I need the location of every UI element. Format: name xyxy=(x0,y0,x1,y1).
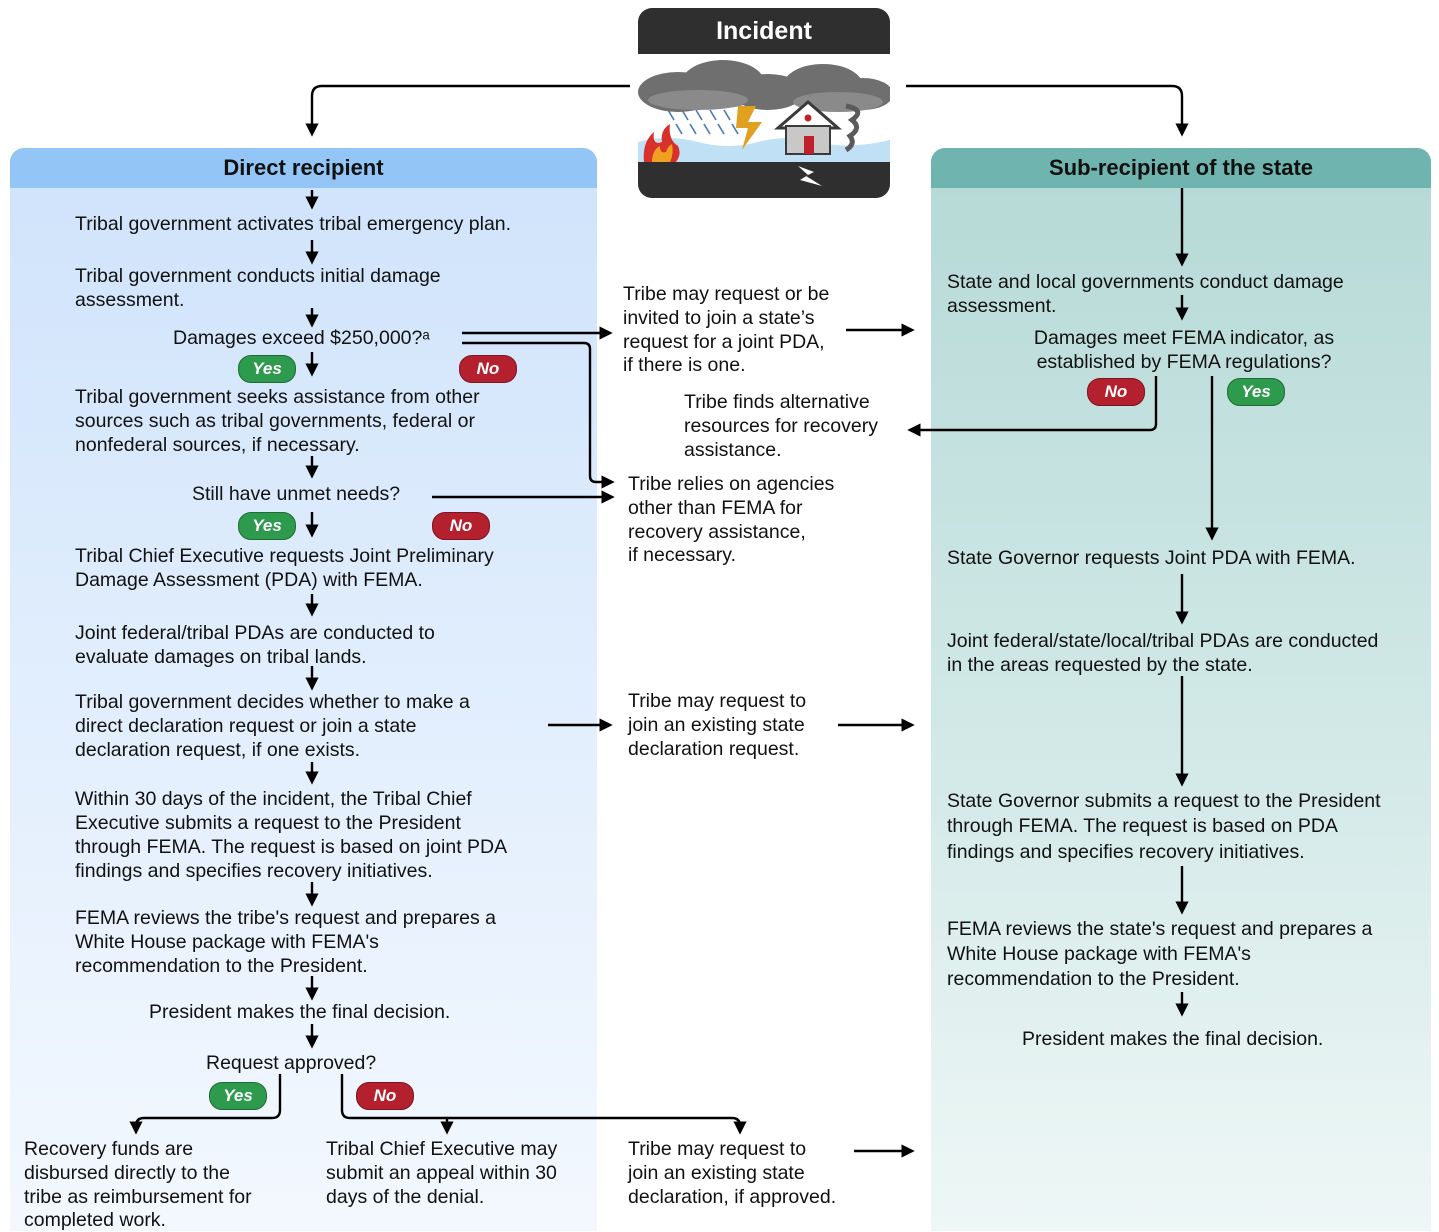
yes-badge: Yes xyxy=(209,1082,267,1110)
yes-badge: Yes xyxy=(1227,378,1285,406)
question-damages-exceed: Damages exceed $250,000?ᵃ xyxy=(173,327,430,349)
step-activate-plan: Tribal government activates tribal emerg… xyxy=(75,213,512,235)
state-joint-pda-l1: Joint federal/state/local/tribal PDAs ar… xyxy=(947,630,1379,652)
yes-badge: Yes xyxy=(238,512,296,540)
no-badge: No xyxy=(1087,378,1145,406)
fire-icon xyxy=(643,124,680,162)
step-fema-review-l1: FEMA reviews the tribe's request and pre… xyxy=(75,907,497,929)
yes-badge: Yes xyxy=(238,355,296,383)
state-damage-assessment-l2: assessment. xyxy=(947,295,1057,317)
outcome-funds-l3: tribe as reimbursement for xyxy=(24,1186,252,1208)
state-president-decision: President makes the final decision. xyxy=(1022,1028,1324,1050)
no-badge: No xyxy=(459,355,517,383)
mid-other-agencies-l1: Tribe relies on agencies xyxy=(628,473,835,495)
step-request-pda-l1: Tribal Chief Executive requests Joint Pr… xyxy=(75,545,494,567)
step-seek-assistance-l3: nonfederal sources, if necessary. xyxy=(75,434,360,456)
storm-illustration xyxy=(638,54,890,198)
state-fema-review-l1: FEMA reviews the state's request and pre… xyxy=(947,918,1373,940)
mid-join-declaration-l1: Tribe may request to xyxy=(628,690,807,712)
outcome-appeal-l1: Tribal Chief Executive may xyxy=(326,1138,558,1160)
no-badge: No xyxy=(432,512,490,540)
incident-to-state-arrow xyxy=(906,84,1189,137)
state-governor-requests-pda: State Governor requests Joint PDA with F… xyxy=(947,547,1356,569)
step-seek-assistance-l1: Tribal government seeks assistance from … xyxy=(75,386,480,408)
state-fema-review-l3: recommendation to the President. xyxy=(947,968,1240,990)
mid-other-agencies-l3: recovery assistance, xyxy=(628,521,806,543)
step-submit-request-l4: findings and specifies recovery initiati… xyxy=(75,860,433,882)
step-fema-review-l2: White House package with FEMA's xyxy=(75,931,379,953)
state-governor-submits-l1: State Governor submits a request to the … xyxy=(947,790,1381,812)
outcome-appeal-l2: submit an appeal within 30 xyxy=(326,1162,557,1184)
incident-to-direct-arrow xyxy=(305,84,630,137)
lightning-icon xyxy=(736,106,762,150)
question-unmet-needs: Still have unmet needs? xyxy=(192,483,401,505)
incident-box: Incident xyxy=(638,8,890,198)
mid-alt-resources-l3: assistance. xyxy=(684,439,782,461)
incident-title: Incident xyxy=(716,17,812,45)
outcome-funds-l1: Recovery funds are xyxy=(24,1138,194,1160)
mid-other-agencies-l4: if necessary. xyxy=(628,544,737,566)
direct-recipient-header: Direct recipient xyxy=(10,148,597,188)
earthquake-crack-icon xyxy=(798,166,822,186)
step-joint-pda-l1: Joint federal/tribal PDAs are conducted … xyxy=(75,622,435,644)
mid-join-approved-l2: join an existing state xyxy=(628,1162,805,1184)
mid-join-approved-l3: declaration, if approved. xyxy=(628,1186,837,1208)
mid-other-agencies-l2: other than FEMA for xyxy=(628,497,803,519)
step-initial-assessment-l2: assessment. xyxy=(75,289,185,311)
mid-alt-resources-l2: resources for recovery xyxy=(684,415,878,437)
step-submit-request-l3: through FEMA. The request is based on jo… xyxy=(75,836,508,858)
step-seek-assistance-l2: sources such as tribal governments, fede… xyxy=(75,410,475,432)
step-fema-review-l3: recommendation to the President. xyxy=(75,955,368,977)
step-joint-pda-l2: evaluate damages on tribal lands. xyxy=(75,646,367,668)
outcome-funds-l4: completed work. xyxy=(24,1209,166,1231)
mid-join-declaration-l2: join an existing state xyxy=(628,714,805,736)
direct-recipient-panel: Direct recipient xyxy=(10,148,597,1231)
outcome-funds-l2: disbursed directly to the xyxy=(24,1162,230,1184)
mid-join-approved-l1: Tribe may request to xyxy=(628,1138,807,1160)
state-joint-pda-l2: in the areas requested by the state. xyxy=(947,654,1253,676)
mid-join-pda-l4: if there is one. xyxy=(623,354,746,376)
mid-join-pda-l1: Tribe may request or be xyxy=(623,283,830,305)
outcome-appeal-l3: days of the denial. xyxy=(326,1186,485,1208)
step-decide-declaration-l1: Tribal government decides whether to mak… xyxy=(75,691,470,713)
state-governor-submits-l3: findings and specifies recovery initiati… xyxy=(947,841,1305,863)
step-decide-declaration-l2: direct declaration request or join a sta… xyxy=(75,715,417,737)
mid-alt-resources-l1: Tribe finds alternative xyxy=(684,391,870,413)
step-request-pda-l2: Damage Assessment (PDA) with FEMA. xyxy=(75,569,423,591)
step-president-decision: President makes the final decision. xyxy=(149,1001,451,1023)
mid-join-pda-l2: invited to join a state’s xyxy=(623,307,815,329)
step-submit-request-l1: Within 30 days of the incident, the Trib… xyxy=(75,788,472,810)
state-question-l1: Damages meet FEMA indicator, as xyxy=(1033,327,1335,349)
tornado-icon xyxy=(844,103,861,153)
state-subrecipient-panel: Sub-recipient of the state xyxy=(931,148,1431,1231)
mid-join-declaration-l3: declaration request. xyxy=(628,738,800,760)
state-question-l2: established by FEMA regulations? xyxy=(1036,351,1332,373)
state-subrecipient-header: Sub-recipient of the state xyxy=(931,148,1431,188)
no-badge: No xyxy=(356,1082,414,1110)
question-request-approved: Request approved? xyxy=(206,1052,377,1074)
state-fema-review-l2: White House package with FEMA's xyxy=(947,943,1251,965)
state-damage-assessment-l1: State and local governments conduct dama… xyxy=(947,271,1344,293)
house-icon xyxy=(773,100,843,155)
step-submit-request-l2: Executive submits a request to the Presi… xyxy=(75,812,461,834)
mid-join-pda-l3: request for a joint PDA, xyxy=(623,331,825,353)
step-initial-assessment-l1: Tribal government conducts initial damag… xyxy=(75,265,441,287)
state-governor-submits-l2: through FEMA. The request is based on PD… xyxy=(947,815,1338,837)
step-decide-declaration-l3: declaration request, if one exists. xyxy=(75,739,361,761)
